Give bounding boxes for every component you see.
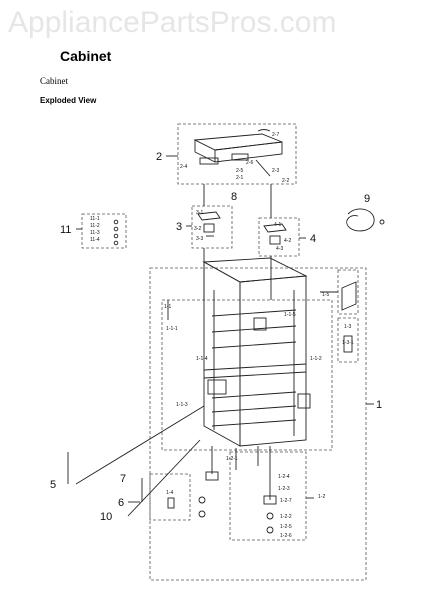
label-3-1: 3-1 bbox=[196, 210, 203, 216]
page-title: Cabinet bbox=[60, 48, 112, 64]
group-box-4 bbox=[258, 217, 300, 257]
label-1-1: 1-1 bbox=[164, 304, 171, 310]
label-3-3: 3-3 bbox=[196, 236, 203, 242]
label-11-2: 11-2 bbox=[90, 223, 100, 229]
group-box-1-2 bbox=[229, 451, 307, 541]
callout-8: 8 bbox=[231, 191, 237, 203]
label-1-2-1: 1-2-1 bbox=[226, 456, 238, 462]
callout-4: 4 bbox=[310, 233, 316, 245]
callout-6: 6 bbox=[118, 497, 124, 509]
label-11-1: 11-1 bbox=[90, 216, 100, 222]
label-1-3: 1-3 bbox=[344, 324, 351, 330]
callout-1: 1 bbox=[376, 399, 382, 411]
label-1-2: 1-2 bbox=[318, 494, 325, 500]
group-box-11 bbox=[81, 213, 127, 249]
group-box-3 bbox=[191, 205, 233, 249]
label-2-6: 2-6 bbox=[246, 160, 253, 166]
label-2-4: 2-4 bbox=[180, 164, 187, 170]
label-2-5: 2-5 bbox=[236, 168, 243, 174]
label-4-3: 4-3 bbox=[276, 246, 283, 252]
label-4-2: 4-2 bbox=[284, 238, 291, 244]
label-4-1: 4-1 bbox=[274, 222, 281, 228]
section-subtitle: Cabinet bbox=[40, 76, 68, 86]
label-1-1-1: 1-1-1 bbox=[166, 326, 178, 332]
label-11-4: 11-4 bbox=[90, 237, 100, 243]
callout-11: 11 bbox=[60, 224, 71, 236]
callout-7: 7 bbox=[120, 473, 126, 485]
group-box-1 bbox=[149, 267, 367, 581]
label-1-2-2: 1-2-2 bbox=[280, 514, 292, 520]
label-2-1: 2-1 bbox=[236, 175, 243, 181]
label-1-4: 1-4 bbox=[166, 490, 173, 496]
label-1-1-2: 1-1-2 bbox=[310, 356, 322, 362]
label-1-1-3: 1-1-3 bbox=[176, 402, 188, 408]
group-box-2 bbox=[177, 123, 297, 185]
group-box-1-4 bbox=[149, 473, 191, 521]
group-box-1-1 bbox=[161, 299, 333, 451]
label-1-5: 1-5 bbox=[322, 292, 329, 298]
label-1-3-1: 1-3-1 bbox=[342, 340, 354, 346]
callout-9: 9 bbox=[364, 193, 370, 205]
label-1-2-5: 1-2-5 bbox=[280, 524, 292, 530]
wire-harness-part bbox=[346, 208, 375, 232]
label-2-2: 2-2 bbox=[282, 178, 289, 184]
cabinet-left-side bbox=[203, 261, 241, 447]
panel-1-5-part bbox=[341, 281, 357, 311]
callout-2: 2 bbox=[156, 151, 162, 163]
label-1-1-4: 1-1-4 bbox=[196, 356, 208, 362]
group-box-1-3 bbox=[337, 317, 359, 363]
callout-3: 3 bbox=[176, 221, 182, 233]
label-1-2-4: 1-2-4 bbox=[278, 474, 290, 480]
label-1-2-3: 1-2-3 bbox=[278, 486, 290, 492]
callout-10: 10 bbox=[100, 511, 112, 523]
label-1-2-7: 1-2-7 bbox=[280, 498, 292, 504]
callout-5: 5 bbox=[50, 479, 56, 491]
label-1-2-6: 1-2-6 bbox=[280, 533, 292, 539]
label-11-3: 11-3 bbox=[90, 230, 100, 236]
cabinet-front bbox=[239, 275, 307, 447]
label-1-1-5: 1-1-5 bbox=[284, 312, 296, 318]
view-label: Exploded View bbox=[40, 96, 97, 105]
watermark: AppliancePartsPros.com bbox=[8, 6, 337, 39]
label-2-3: 2-3 bbox=[272, 168, 279, 174]
label-2-7: 2-7 bbox=[272, 132, 279, 138]
label-3-2: 3-2 bbox=[194, 226, 201, 232]
